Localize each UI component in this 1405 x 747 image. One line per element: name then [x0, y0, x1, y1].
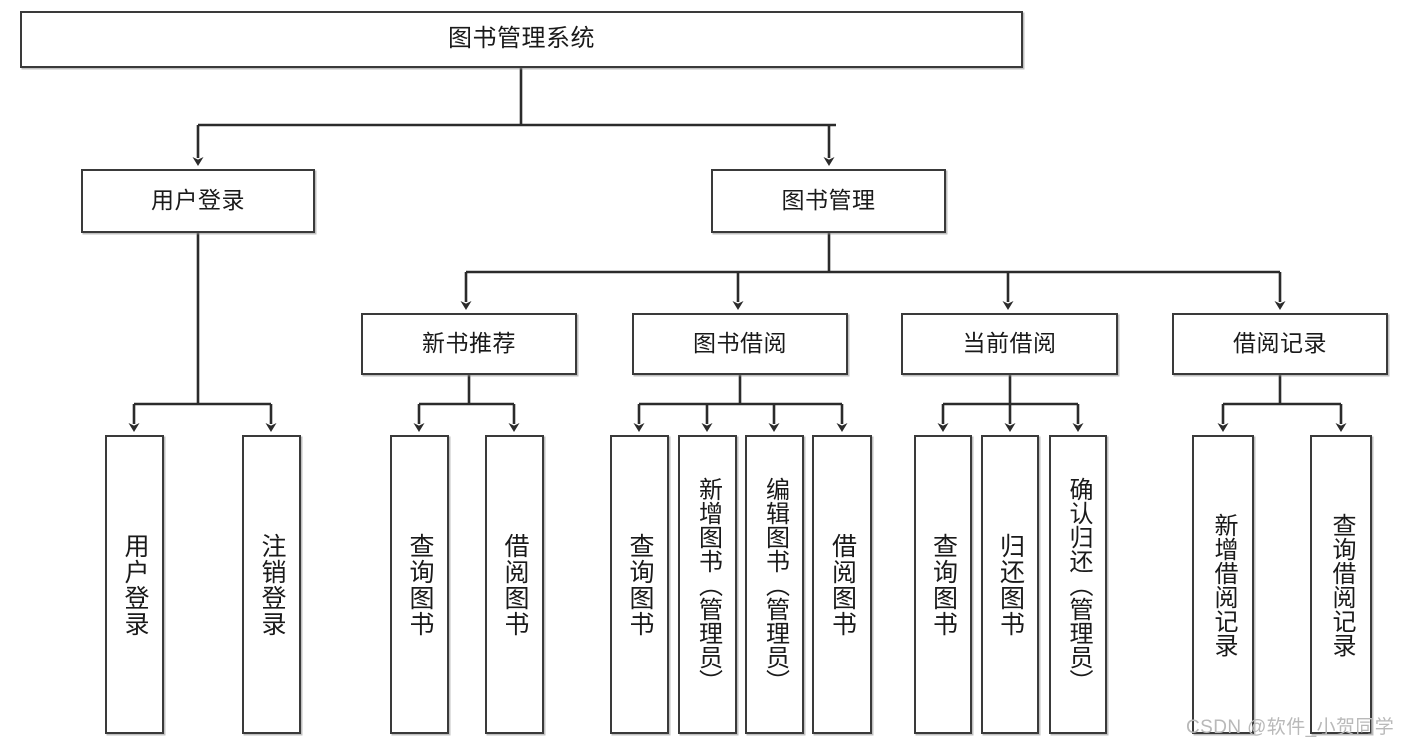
node-leaf-confirm-return[interactable]: 确认归还（管理员） [1049, 435, 1107, 734]
node-leaf-add-record-label: 新增借阅记录 [1209, 512, 1237, 657]
node-leaf-query-record-label: 查询借阅记录 [1327, 512, 1355, 657]
node-current-borrow[interactable]: 当前借阅 [901, 313, 1118, 375]
node-leaf-query-book-2-label: 查询图书 [626, 532, 654, 637]
node-leaf-borrow-book-2[interactable]: 借阅图书 [812, 435, 872, 734]
node-leaf-logout-label: 注销登录 [258, 532, 286, 637]
node-leaf-return-book-label: 归还图书 [996, 532, 1025, 637]
node-leaf-user-login-label: 用户登录 [121, 532, 149, 637]
node-user-login-label: 用户登录 [151, 187, 245, 214]
node-root[interactable]: 图书管理系统 [20, 11, 1023, 68]
node-leaf-query-book-2[interactable]: 查询图书 [610, 435, 669, 734]
node-leaf-borrow-book-1[interactable]: 借阅图书 [485, 435, 544, 734]
node-leaf-add-book[interactable]: 新增图书（管理员） [678, 435, 737, 734]
node-leaf-borrow-book-2-label: 借阅图书 [828, 532, 857, 637]
node-root-label: 图书管理系统 [448, 25, 595, 53]
node-leaf-logout[interactable]: 注销登录 [242, 435, 301, 734]
node-borrow-record-label: 借阅记录 [1233, 330, 1327, 357]
node-leaf-query-book-1-label: 查询图书 [406, 532, 434, 637]
node-leaf-edit-book[interactable]: 编辑图书（管理员） [745, 435, 804, 734]
node-book-borrow-label: 图书借阅 [693, 330, 787, 357]
node-leaf-query-book-1[interactable]: 查询图书 [390, 435, 449, 734]
csdn-watermark: CSDN @软件_小贺同学 [1186, 717, 1395, 738]
node-borrow-record[interactable]: 借阅记录 [1172, 313, 1388, 375]
node-leaf-add-record[interactable]: 新增借阅记录 [1192, 435, 1254, 734]
node-new-book-rec[interactable]: 新书推荐 [361, 313, 577, 375]
node-leaf-borrow-book-1-label: 借阅图书 [501, 532, 529, 637]
node-leaf-query-book-3-label: 查询图书 [929, 532, 958, 637]
node-leaf-edit-book-label: 编辑图书（管理员） [761, 476, 789, 693]
node-leaf-confirm-return-label: 确认归还（管理员） [1064, 476, 1092, 693]
node-new-book-rec-label: 新书推荐 [422, 330, 516, 357]
node-leaf-return-book[interactable]: 归还图书 [981, 435, 1039, 734]
node-leaf-add-book-label: 新增图书（管理员） [694, 476, 722, 693]
node-book-manage-label: 图书管理 [781, 187, 876, 214]
node-book-manage[interactable]: 图书管理 [711, 169, 946, 233]
node-book-borrow[interactable]: 图书借阅 [632, 313, 848, 375]
node-leaf-query-book-3[interactable]: 查询图书 [914, 435, 972, 734]
node-leaf-query-record[interactable]: 查询借阅记录 [1310, 435, 1372, 734]
node-user-login[interactable]: 用户登录 [81, 169, 315, 233]
node-current-borrow-label: 当前借阅 [962, 330, 1057, 357]
node-leaf-user-login[interactable]: 用户登录 [105, 435, 164, 734]
